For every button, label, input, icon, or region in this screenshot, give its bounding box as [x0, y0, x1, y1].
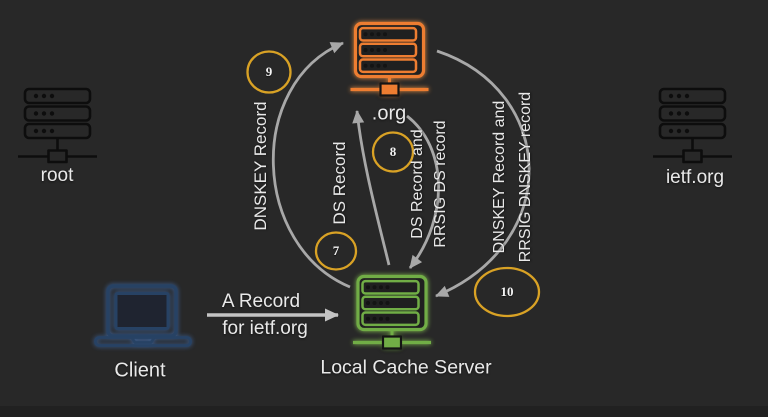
client-query-label-line2: for ietf.org [222, 318, 308, 339]
step9-edge-label: DNSKEY Record [251, 101, 270, 231]
step10-edge-label-line2: RRSIG DNSKEY record [517, 91, 534, 263]
root-server-icon [16, 87, 99, 164]
circle-step7 [314, 231, 358, 271]
step8-edge-label: DS Record and RRSIG DS record [406, 120, 452, 247]
ietf-server-icon [651, 87, 734, 164]
client-query-label-line1: A Record [221, 291, 301, 312]
step10-edge-label-line1: DNSKEY Record and [491, 100, 508, 254]
client-label: Client [114, 359, 166, 382]
step10-edge-label: DNSKEY Record and RRSIG DNSKEY record [487, 92, 539, 262]
step8-edge-label-line2: RRSIG DS record [432, 120, 449, 248]
root-server-label: root [40, 165, 74, 186]
step9-number: 9 [265, 64, 273, 79]
message-arrows [207, 41, 531, 322]
edge-step10-dnskey-response [435, 49, 531, 298]
step8-edge-label-line1: DS Record and [409, 129, 426, 239]
local-cache-server-label: Local Cache Server [320, 356, 492, 379]
edge-step9-dnskey-query [271, 41, 351, 289]
edge-step7-ds-query [352, 110, 391, 266]
step7-number: 7 [332, 243, 340, 258]
edge-step8-ds-response [406, 114, 440, 269]
bottom-strip [0, 406, 768, 417]
local-cache-server-icon [351, 274, 433, 351]
circle-step10 [473, 266, 541, 318]
org-server-icon [348, 21, 431, 98]
step-circles [246, 50, 541, 318]
client-laptop-icon [93, 284, 193, 348]
step8-number: 8 [389, 144, 397, 159]
circle-step8 [371, 131, 415, 173]
step7-edge-label: DS Record [330, 141, 349, 225]
step10-number: 10 [500, 284, 514, 299]
org-server-label: .org [371, 102, 407, 125]
circle-step9 [246, 50, 292, 94]
ietf-server-label: ietf.org [665, 167, 725, 188]
